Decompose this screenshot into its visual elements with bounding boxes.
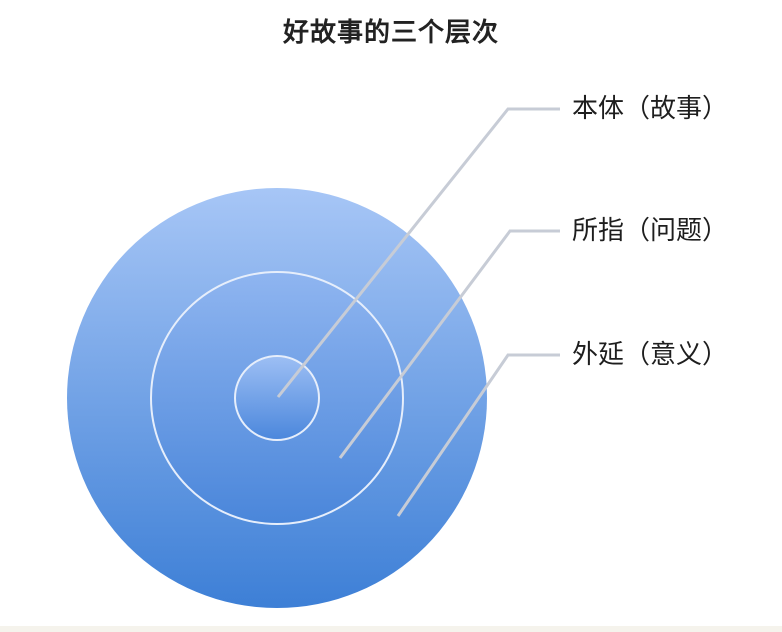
bottom-strip <box>0 626 782 632</box>
diagram-title: 好故事的三个层次 <box>282 18 499 48</box>
label-extension: 外延（意义） <box>572 340 729 370</box>
leader-line-reference <box>338 229 560 459</box>
label-ontology: 本体（故事） <box>572 94 729 124</box>
inner-circle-ontology <box>234 355 320 441</box>
label-reference: 所指（问题） <box>572 216 729 246</box>
leader-line-extension <box>396 353 560 517</box>
leader-line-ontology <box>276 107 560 398</box>
